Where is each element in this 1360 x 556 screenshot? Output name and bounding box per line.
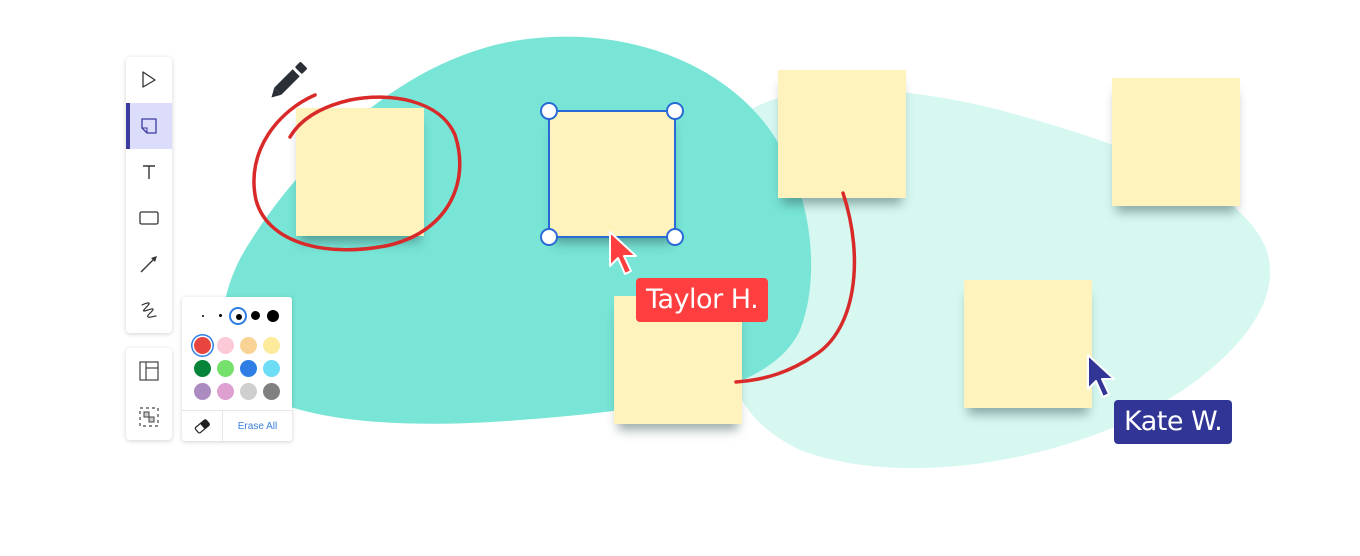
color-swatch-light-green[interactable] [217, 360, 234, 377]
arrow-icon [140, 256, 157, 273]
collaborator-label-kate: Kate W. [1114, 400, 1233, 444]
pen-palette: Erase All [182, 297, 292, 441]
color-swatch-yellow[interactable] [263, 337, 280, 354]
color-swatch-gray[interactable] [263, 383, 280, 400]
selection-outline [548, 110, 676, 238]
color-swatch-pink[interactable] [217, 337, 234, 354]
group-select-icon [139, 407, 159, 427]
tool-arrow[interactable] [126, 241, 172, 287]
red-circle-annotation [252, 93, 462, 252]
sticky-note-selected[interactable] [550, 111, 676, 237]
stroke-size-2[interactable] [219, 314, 222, 317]
stroke-size-3-selected[interactable] [229, 307, 247, 325]
tool-text[interactable] [126, 149, 172, 195]
tool-rectangle[interactable] [126, 195, 172, 241]
stroke-size-1[interactable] [202, 315, 204, 317]
stroke-size-options [182, 307, 292, 325]
tool-group[interactable] [126, 394, 172, 440]
pencil-icon [271, 62, 307, 98]
pen-scribble-icon [141, 302, 157, 318]
cursor-kate-icon [1087, 354, 1115, 398]
cursor-arrow-icon [142, 71, 156, 88]
color-swatch-dark-green[interactable] [194, 360, 211, 377]
resize-handle-top-left[interactable] [540, 102, 558, 120]
text-icon [143, 165, 155, 179]
color-swatch-lilac[interactable] [217, 383, 234, 400]
tool-pen[interactable] [126, 287, 172, 333]
erase-all-button[interactable]: Erase All [237, 420, 278, 432]
color-swatch-orange[interactable] [240, 337, 257, 354]
sticky-note-circled[interactable] [296, 108, 424, 236]
template-layout-icon [139, 361, 159, 381]
eraser-icon [194, 419, 210, 434]
tool-template[interactable] [126, 348, 172, 394]
eraser-button[interactable] [182, 411, 223, 441]
rectangle-icon [139, 211, 159, 225]
color-swatch-cyan[interactable] [263, 360, 280, 377]
cursor-taylor-icon [609, 231, 637, 275]
secondary-toolbar [126, 348, 172, 440]
resize-handle-bottom-left[interactable] [540, 228, 558, 246]
color-swatch-blue[interactable] [240, 360, 257, 377]
resize-handle-bottom-right[interactable] [666, 228, 684, 246]
resize-handle-top-right[interactable] [666, 102, 684, 120]
color-swatch-purple[interactable] [194, 383, 211, 400]
palette-footer: Erase All [182, 410, 292, 441]
color-swatch-light-gray[interactable] [240, 383, 257, 400]
sticky-note[interactable] [778, 70, 906, 198]
stroke-size-4[interactable] [251, 311, 260, 320]
sticky-note[interactable] [1112, 78, 1240, 206]
sticky-note-icon [141, 118, 157, 134]
tool-select[interactable] [126, 57, 172, 103]
stroke-size-5[interactable] [267, 310, 279, 322]
sticky-note[interactable] [964, 280, 1092, 408]
tool-sticky-note[interactable] [126, 103, 172, 149]
color-swatch-red[interactable] [194, 337, 211, 354]
collaborator-label-taylor: Taylor H. [636, 278, 769, 322]
red-connector-annotation [734, 191, 857, 384]
main-toolbar [126, 57, 172, 333]
